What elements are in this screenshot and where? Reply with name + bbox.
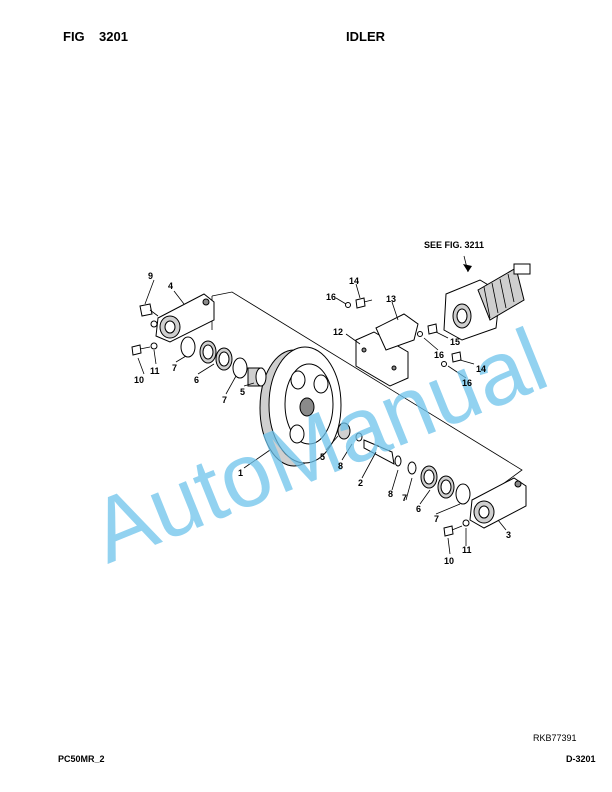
callout-7b: 7 [222,395,227,405]
callout-16a: 16 [326,292,336,302]
callout-7d: 7 [434,514,439,524]
shaft-and-right-seals [337,422,471,505]
right-bearing-bracket [469,477,527,529]
figure-number: 3201 [99,29,128,44]
callout-7c: 7 [402,493,407,503]
callout-2: 2 [358,478,363,488]
recoil-spring-assembly [443,255,531,341]
callout-8b: 8 [388,489,393,499]
callout-4: 4 [168,281,173,291]
callout-10a: 10 [134,375,144,385]
callout-1: 1 [238,468,243,478]
fasteners [131,297,470,537]
callout-5b: 5 [320,452,325,462]
callout-10b: 10 [444,556,454,566]
callout-6b: 6 [416,504,421,514]
see-reference: SEE FIG. 3211 [424,240,484,250]
callout-14b: 14 [476,364,486,374]
left-seal-set [180,336,267,387]
callout-15: 15 [450,337,460,347]
callout-16b: 16 [434,350,444,360]
callout-9: 9 [148,271,153,281]
callout-7a: 7 [172,363,177,373]
drawing-reference-code: RKB77391 [533,733,577,743]
callout-6a: 6 [194,375,199,385]
callout-14a: 14 [349,276,359,286]
mounting-brackets [355,313,419,387]
callout-8a: 8 [338,461,343,471]
callout-3: 3 [506,530,511,540]
callout-5a: 5 [240,387,245,397]
footer-page-number: D-3201 [566,754,596,764]
callout-13: 13 [386,294,396,304]
page-title: IDLER [346,29,385,44]
figure-label: FIG [63,29,85,44]
idler-wheel [259,346,342,467]
assembly-outline [211,291,523,493]
callout-11a: 11 [150,366,160,376]
footer-model: PC50MR_2 [58,754,105,764]
callout-11b: 11 [462,545,472,555]
callout-16c: 16 [462,378,472,388]
callout-12: 12 [333,327,343,337]
leader-lines [137,279,507,555]
left-bearing-bracket [155,293,215,343]
